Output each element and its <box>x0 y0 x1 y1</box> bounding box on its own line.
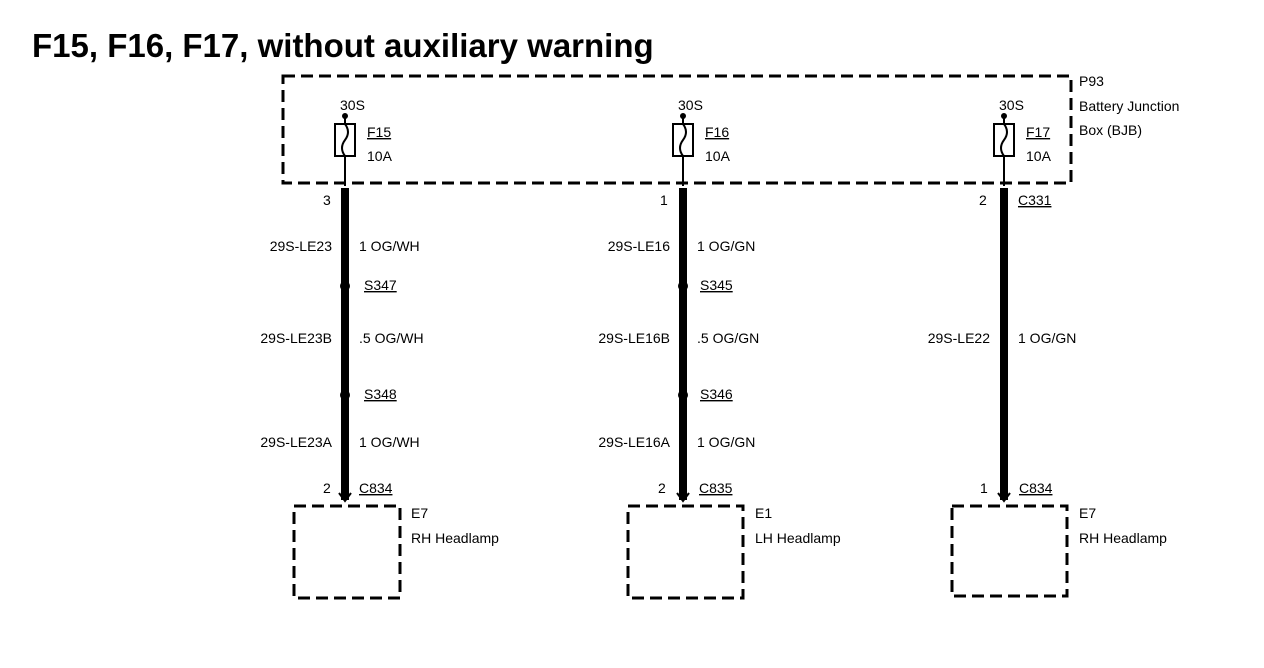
diagram-title: F15, F16, F17, without auxiliary warning <box>32 27 654 64</box>
supply-label: 30S <box>999 97 1024 113</box>
component-box <box>292 504 402 600</box>
splice-node <box>340 281 350 291</box>
circuit-number: 29S-LE23 <box>270 238 332 254</box>
connector-symbol <box>997 492 1011 503</box>
fuse-id: F15 <box>367 124 391 140</box>
component-id: E7 <box>1079 505 1096 521</box>
splice-node <box>678 281 688 291</box>
component-box <box>950 504 1069 598</box>
wire-gauge-color: .5 OG/WH <box>359 330 424 346</box>
splice-node <box>678 390 688 400</box>
fuse-element <box>341 123 349 157</box>
circuit-number: 29S-LE16A <box>598 434 670 450</box>
circuit-f17: 30S F17 10A 2 C331 29S-LE22 1 OG/GN 1 C8… <box>928 97 1167 598</box>
circuit-number: 29S-LE22 <box>928 330 990 346</box>
circuit-number: 29S-LE16B <box>598 330 670 346</box>
connector-symbol <box>676 492 690 503</box>
circuit-f15: 30S F15 10A 3 29S-LE23 1 OG/WH S347 29S-… <box>260 97 499 600</box>
fuse-element <box>1000 123 1008 157</box>
supply-label: 30S <box>340 97 365 113</box>
wire-gauge-color: 1 OG/WH <box>359 434 420 450</box>
bjb-name-line1: Battery Junction <box>1079 98 1179 114</box>
fuse-id: F16 <box>705 124 729 140</box>
bjb-pin: 2 <box>979 192 987 208</box>
fuse-rating: 10A <box>1026 148 1052 164</box>
bjb-name-line2: Box (BJB) <box>1079 122 1142 138</box>
fuse-rating: 10A <box>705 148 731 164</box>
battery-junction-box <box>281 74 1073 185</box>
component-id: E7 <box>411 505 428 521</box>
splice-id: S347 <box>364 277 397 293</box>
connector-pin: 1 <box>980 480 988 496</box>
connector-id: C834 <box>1019 480 1053 496</box>
component-box <box>626 504 745 600</box>
supply-label: 30S <box>678 97 703 113</box>
wire-gauge-color: .5 OG/GN <box>697 330 759 346</box>
splice-id: S348 <box>364 386 397 402</box>
connector-id: C835 <box>699 480 733 496</box>
component-name: LH Headlamp <box>755 530 841 546</box>
circuit-number: 29S-LE23A <box>260 434 332 450</box>
circuit-f16: 30S F16 10A 1 29S-LE16 1 OG/GN S345 29S-… <box>598 97 841 600</box>
bjb-pin: 3 <box>323 192 331 208</box>
splice-id: S346 <box>700 386 733 402</box>
component-id: E1 <box>755 505 772 521</box>
bjb-id: P93 <box>1079 73 1104 89</box>
circuit-number: 29S-LE23B <box>260 330 332 346</box>
wire-gauge-color: 1 OG/WH <box>359 238 420 254</box>
splice-id: S345 <box>700 277 733 293</box>
bjb-pin: 1 <box>660 192 668 208</box>
component-name: RH Headlamp <box>1079 530 1167 546</box>
connector-pin: 2 <box>323 480 331 496</box>
splice-node <box>340 390 350 400</box>
wire-gauge-color: 1 OG/GN <box>1018 330 1076 346</box>
wire-gauge-color: 1 OG/GN <box>697 434 755 450</box>
fuse-element <box>679 123 687 157</box>
connector-pin: 2 <box>658 480 666 496</box>
connector-id: C834 <box>359 480 393 496</box>
circuit-number: 29S-LE16 <box>608 238 670 254</box>
fuse-rating: 10A <box>367 148 393 164</box>
fuse-id: F17 <box>1026 124 1050 140</box>
bjb-connector-id: C331 <box>1018 192 1052 208</box>
connector-symbol <box>338 492 352 503</box>
wire-gauge-color: 1 OG/GN <box>697 238 755 254</box>
component-name: RH Headlamp <box>411 530 499 546</box>
